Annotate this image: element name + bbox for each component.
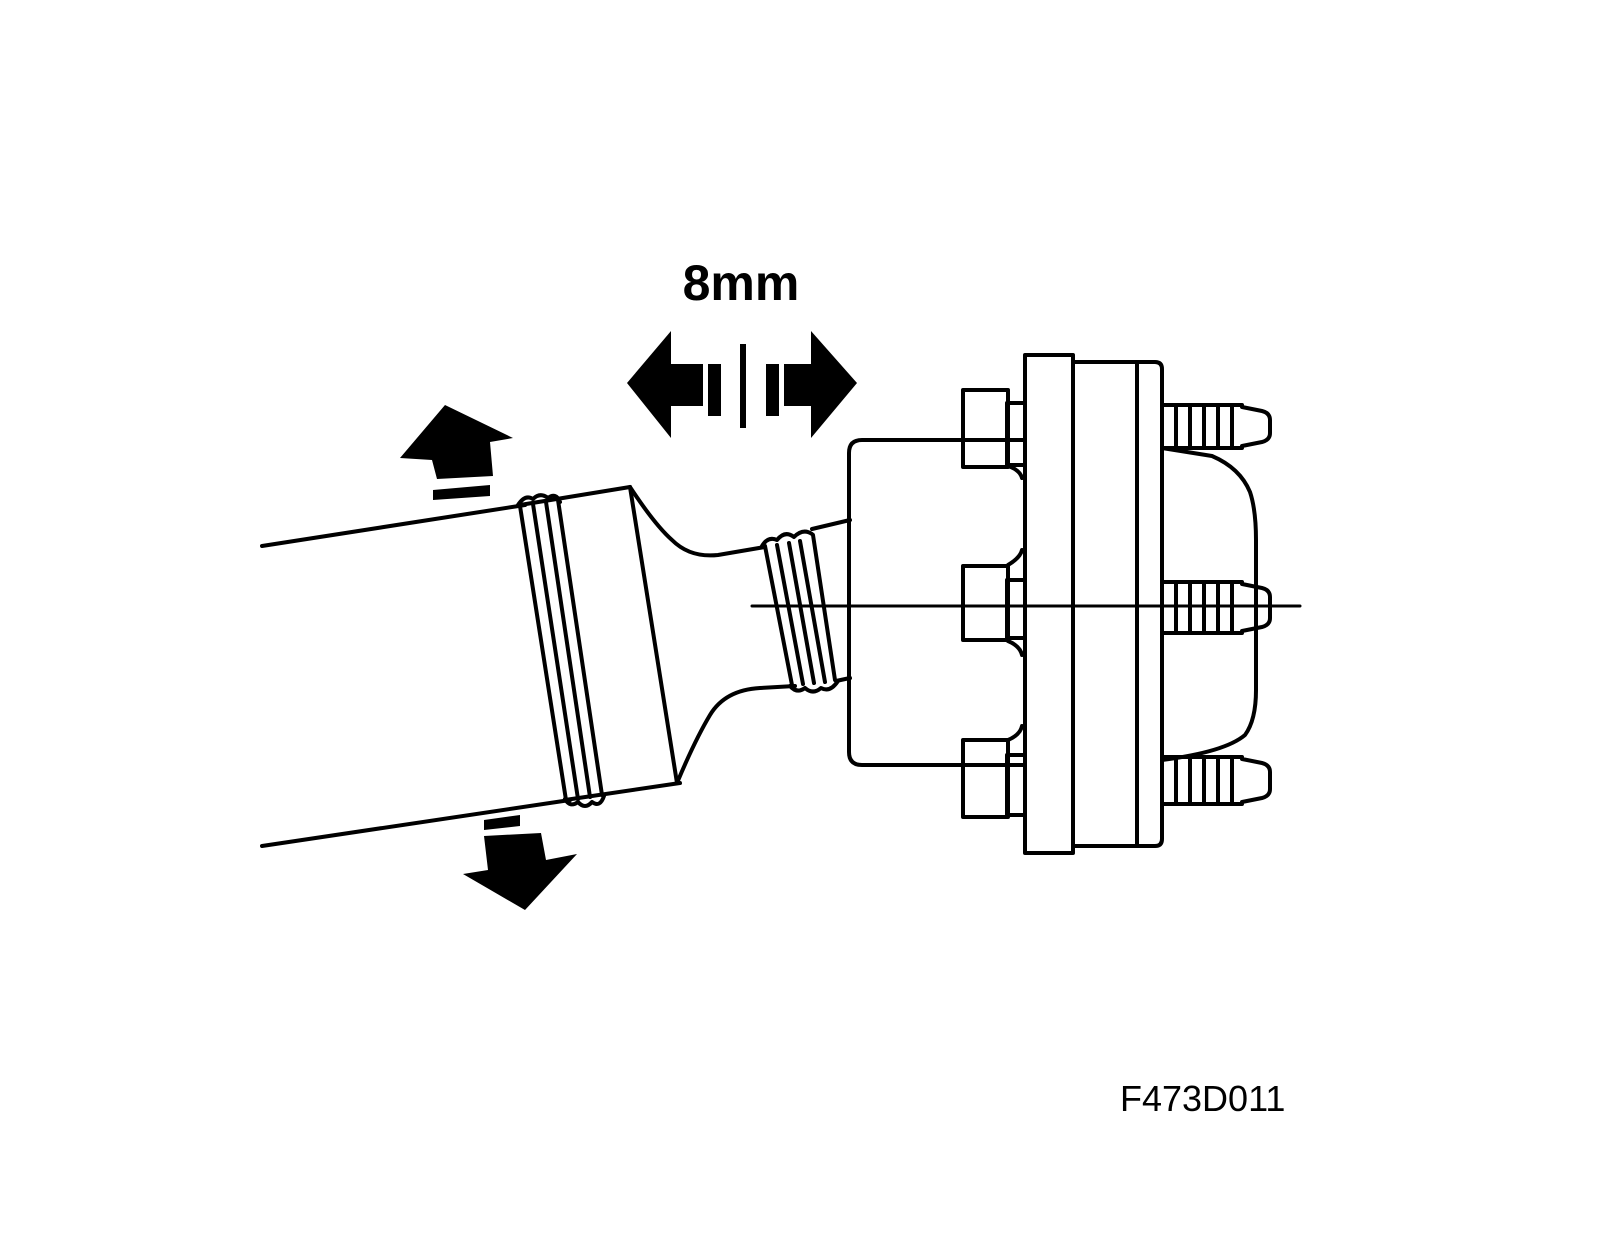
radial-movement-arrow-down (463, 815, 577, 910)
propeller-shaft-tube (260, 503, 572, 848)
axial-movement-arrow (627, 331, 857, 438)
shaft-taper-cone (628, 485, 797, 785)
shaft-collar (516, 485, 682, 808)
flex-disc-body (847, 438, 1027, 767)
figure-code: F473D011 (1120, 1078, 1286, 1119)
pinion-flange (1160, 446, 1258, 762)
radial-movement-arrow-up (400, 405, 513, 500)
coupling-flange (1023, 353, 1164, 855)
dimension-label: 8mm (682, 255, 800, 311)
coupling-bolt-heads (961, 388, 1027, 819)
threaded-studs (1160, 403, 1272, 806)
